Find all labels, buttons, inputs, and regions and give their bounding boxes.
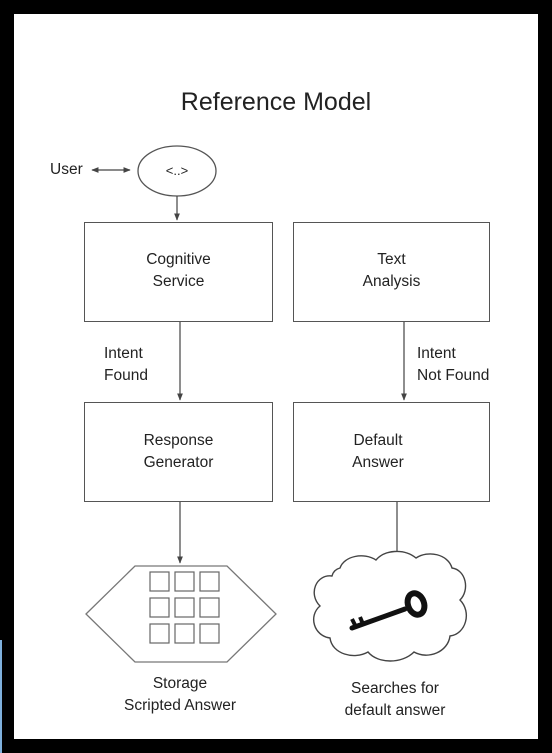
searches-caption: Searches for default answer <box>320 678 470 722</box>
text-analysis-line-2: Analysis <box>362 273 421 290</box>
searches-caption-line-2: default answer <box>344 702 446 719</box>
default-answer-line-1: Default <box>353 432 403 449</box>
intent-found-label: Intent Found <box>104 343 148 387</box>
text-analysis-box <box>293 222 490 322</box>
default-answer-label: Default Answer <box>293 430 463 474</box>
response-generator-line-1: Response <box>143 432 214 449</box>
storage-caption-line-1: Storage <box>152 675 208 692</box>
cognitive-service-label: Cognitive Service <box>84 249 273 293</box>
intent-not-found-line-1: Intent <box>417 345 456 362</box>
diagram-title: Reference Model <box>180 88 372 116</box>
intent-found-line-2: Found <box>104 367 148 384</box>
default-answer-line-2: Answer <box>352 454 404 471</box>
response-generator-label: Response Generator <box>84 430 273 474</box>
response-generator-box <box>84 402 273 502</box>
storage-caption: Storage Scripted Answer <box>100 673 260 717</box>
cognitive-service-line-1: Cognitive <box>146 251 211 268</box>
text-analysis-label: Text Analysis <box>293 249 490 293</box>
intent-not-found-label: Intent Not Found <box>417 343 489 387</box>
intent-found-line-1: Intent <box>104 345 143 362</box>
text-analysis-line-1: Text <box>377 251 406 268</box>
cognitive-service-box <box>84 222 273 322</box>
intent-not-found-line-2: Not Found <box>417 367 490 384</box>
interface-label: <..> <box>165 163 189 178</box>
response-generator-line-2: Generator <box>143 454 214 471</box>
storage-grid-icon <box>85 565 277 663</box>
user-label: User <box>50 161 83 178</box>
default-answer-box <box>293 402 490 502</box>
key-cloud-icon <box>312 550 468 662</box>
cognitive-service-line-2: Service <box>152 273 205 290</box>
searches-caption-line-1: Searches for <box>351 680 439 697</box>
storage-caption-line-2: Scripted Answer <box>124 697 236 714</box>
